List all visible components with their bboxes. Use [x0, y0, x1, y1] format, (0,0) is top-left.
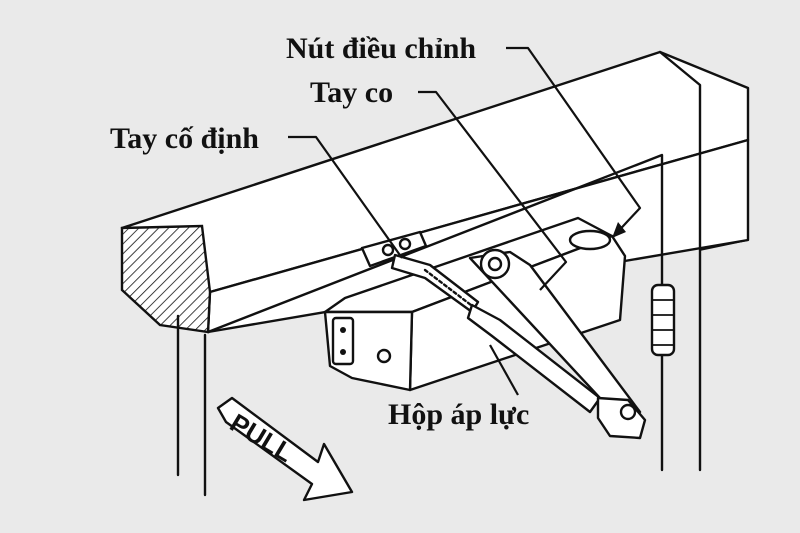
- end-mount-plate: [331, 316, 355, 366]
- hinge: [650, 283, 676, 357]
- arm-label: Tay co: [310, 76, 393, 109]
- pull-arrow-shape: [216, 396, 354, 502]
- fixed-arm-lower: [466, 303, 602, 414]
- arm-elbow-joint: [596, 396, 647, 440]
- pull-sign: PULL: [216, 396, 354, 502]
- frame-corner-edge: [699, 239, 749, 251]
- leader-arm: [418, 90, 568, 291]
- label-fixed-arm: Tay cố định: [110, 122, 403, 259]
- leader-adjust-knob: [506, 46, 642, 239]
- label-arm: Tay co: [310, 76, 568, 291]
- leader-pressure-box: [489, 344, 519, 396]
- adjust-knob-label: Nút điều chỉnh: [286, 32, 476, 65]
- door-panel: [176, 153, 664, 497]
- box-end-hole: [376, 348, 392, 364]
- label-adjust-knob: Nút điều chỉnh: [286, 32, 642, 239]
- fixed-arm-label: Tay cố định: [110, 122, 259, 155]
- main-arm-assembly: [468, 248, 647, 440]
- door-frame: [120, 50, 750, 472]
- leader-arrowhead: [612, 222, 626, 238]
- door-top-and-right-edge: [206, 153, 664, 472]
- right-jamb-outer-edge: [658, 50, 702, 472]
- leader-fixed-arm: [288, 135, 403, 259]
- pressure-box-body: [323, 216, 627, 392]
- hinge-body: [650, 283, 676, 357]
- pull-text: PULL: [225, 407, 299, 468]
- pressure-box-label: Hộp áp lực: [388, 398, 529, 431]
- label-pressure-box: Hộp áp lực: [388, 344, 529, 431]
- adjust-knob-cap: [568, 229, 612, 251]
- fixed-arm-assembly: [360, 230, 602, 414]
- frame-cut-section: [120, 224, 212, 334]
